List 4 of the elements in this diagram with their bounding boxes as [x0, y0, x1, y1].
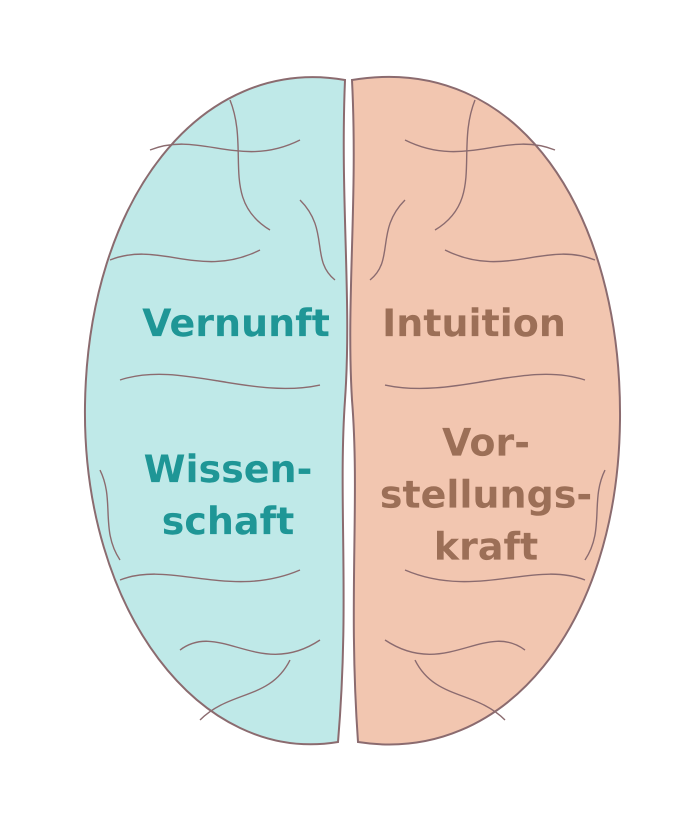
region-label: Wissen- schaft	[144, 453, 310, 535]
region-label: Intuition	[386, 307, 563, 337]
region-label: Vernunft	[142, 307, 329, 337]
region-label: Vor- stellungs- kraft	[382, 428, 590, 560]
